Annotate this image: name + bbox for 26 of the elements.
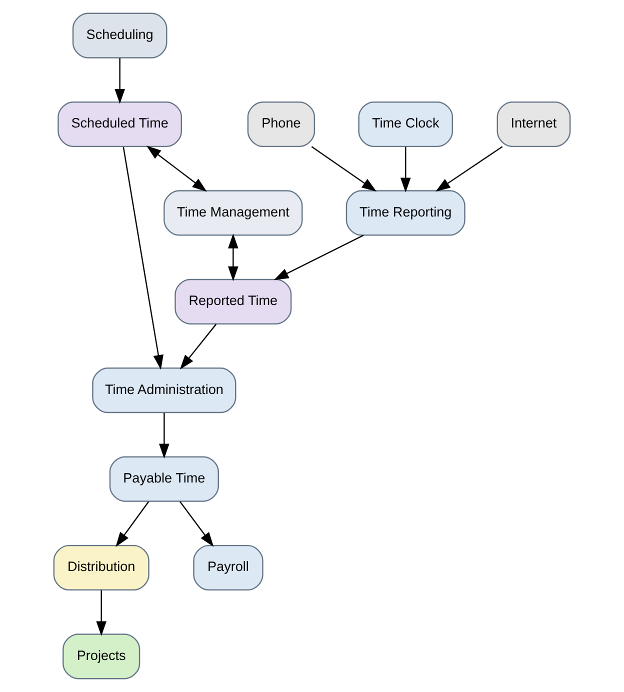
arrow xyxy=(400,146,411,193)
arrow xyxy=(146,146,207,192)
arrow xyxy=(311,146,377,192)
arrow xyxy=(114,58,126,104)
arrow xyxy=(96,590,107,636)
node-box: Time Clock xyxy=(358,101,454,148)
arrow xyxy=(159,412,170,459)
node-box: Payroll xyxy=(193,544,264,591)
node-box: Distribution xyxy=(53,544,150,591)
arrow xyxy=(436,146,503,192)
node-box: Phone xyxy=(247,101,316,148)
node-box: Time Management xyxy=(164,190,303,236)
node-box: Scheduled Time xyxy=(58,101,182,148)
node-box: Time Reporting xyxy=(346,190,466,236)
arrow xyxy=(116,501,150,547)
arrow xyxy=(180,501,214,547)
node-box: Scheduling xyxy=(72,12,168,58)
node-box: Projects xyxy=(62,634,140,680)
arrow xyxy=(228,234,238,282)
node-box: Payable Time xyxy=(109,456,219,502)
arrow xyxy=(274,234,364,280)
arrow xyxy=(122,146,164,370)
node-box: Internet xyxy=(496,101,571,148)
node-box: Time Administration xyxy=(92,368,236,414)
arrow xyxy=(180,324,217,370)
node-box: Reported Time xyxy=(174,278,292,324)
